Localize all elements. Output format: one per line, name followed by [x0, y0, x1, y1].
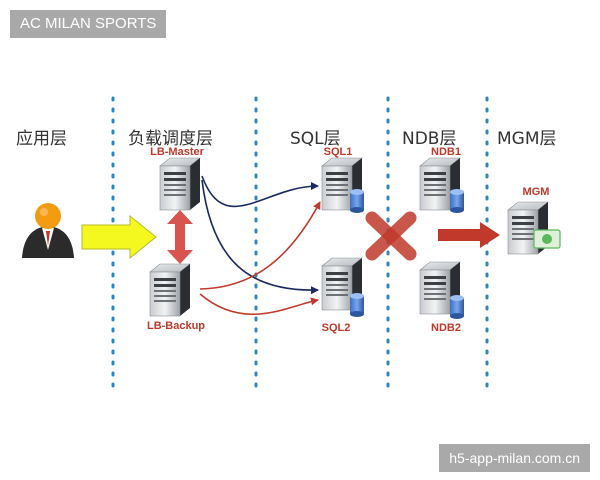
failover-arrow-icon: [167, 210, 193, 264]
layer-label-ndb: NDB层: [402, 129, 457, 149]
lb-backup-label: LB-Backup: [146, 320, 206, 332]
mgm-monitor-icon: [533, 229, 561, 249]
cross-mark-icon: [365, 211, 417, 261]
watermark-top: AC MILAN SPORTS: [10, 10, 167, 38]
sql1-database-icon: [350, 189, 364, 213]
lb-backup-server-icon: [149, 263, 191, 317]
sql2-database-icon: [350, 293, 364, 317]
mgm-label: MGM: [522, 186, 550, 198]
layer-dividers: [111, 96, 489, 392]
ndb1-database-icon: [450, 189, 464, 213]
sql1-label: SQL1: [323, 146, 353, 158]
layer-label-load-balancer: 负载调度层: [128, 129, 213, 149]
backup-to-sql2-arrow: [199, 293, 319, 316]
watermark-bottom: h5-app-milan.com.cn: [439, 444, 590, 472]
lb-master-label: LB-Master: [150, 146, 204, 158]
ndb2-label: NDB2: [431, 322, 461, 334]
mgm-arrow-icon: [438, 222, 500, 248]
sql2-label: SQL2: [321, 322, 351, 334]
master-to-sql2-arrow: [201, 179, 319, 295]
lb-master-server-icon: [159, 157, 201, 211]
backup-to-sql1-arrow: [199, 201, 321, 290]
ndb2-database-icon: [450, 295, 464, 319]
request-arrow-icon: [81, 214, 157, 260]
layer-label-app: 应用层: [16, 129, 67, 149]
layer-label-sql: SQL层: [290, 129, 341, 149]
user-icon: [22, 203, 74, 258]
master-to-sql1-arrow: [201, 175, 319, 208]
ndb1-label: NDB1: [431, 146, 461, 158]
layer-label-mgm: MGM层: [497, 129, 557, 149]
